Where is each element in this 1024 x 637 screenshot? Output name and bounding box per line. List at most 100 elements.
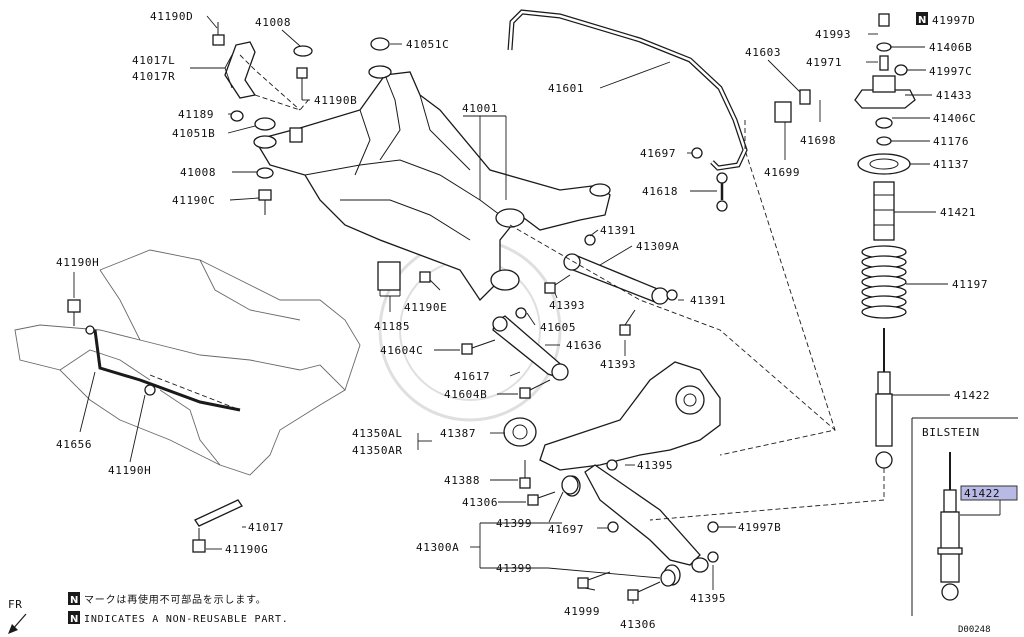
label-41387: 41387: [440, 427, 476, 440]
bilstein-option-box: BILSTEIN: [911, 417, 1018, 616]
nut-41395-top: [606, 459, 618, 471]
label-41190B: 41190B: [314, 94, 357, 107]
bilstein-part-highlight: [960, 485, 1018, 501]
label-41008-mid: 41008: [180, 166, 216, 179]
label-41190H-top: 41190H: [56, 256, 99, 269]
label-41698: 41698: [800, 134, 836, 147]
label-41306-bot: 41306: [620, 618, 656, 631]
label-41017-bot: 41017: [248, 521, 284, 534]
label-41008-top: 41008: [255, 16, 291, 29]
bracket-41017LR: [224, 41, 257, 99]
label-41190G: 41190G: [225, 543, 268, 556]
label-41309A: 41309A: [636, 240, 679, 253]
label-41997C: 41997C: [929, 65, 972, 78]
label-41399-top: 41399: [496, 517, 532, 530]
label-41395-top: 41395: [637, 459, 673, 472]
label-41300A: 41300A: [416, 541, 459, 554]
label-41190C: 41190C: [172, 194, 215, 207]
label-41993: 41993: [815, 28, 851, 41]
bolt-41306-mid: [527, 491, 556, 506]
label-41185: 41185: [374, 320, 410, 333]
knuckle-41350: [539, 361, 721, 471]
label-41391-top: 41391: [600, 224, 636, 237]
label-41393-top: 41393: [549, 299, 585, 312]
stabilizer-link-41656: [93, 329, 241, 412]
nut-41189: [230, 110, 244, 122]
non-reusable-legend: N マークは再使用不可部品を示します。 N INDICATES A NON-RE…: [68, 592, 288, 625]
bushing-41387: [503, 417, 537, 447]
label-41997D: 41997D: [932, 14, 975, 27]
stabilizer-link-41618: [716, 172, 728, 212]
label-41617: 41617: [454, 370, 490, 383]
label-41017L: 41017L: [132, 54, 175, 67]
label-41636: 41636: [566, 339, 602, 352]
nut-41395-bot: [707, 551, 719, 563]
label-41422: 41422: [954, 389, 990, 402]
bolt-41190C: [258, 189, 272, 215]
bolt-41393-mid: [619, 309, 636, 336]
label-41618: 41618: [642, 185, 678, 198]
label-41197: 41197: [952, 278, 988, 291]
cushion-41051C: [370, 37, 390, 51]
bushing-41603: [774, 101, 792, 123]
label-41001: 41001: [462, 102, 498, 115]
label-41051C: 41051C: [406, 38, 449, 51]
bolt-41190B: [296, 67, 308, 100]
bolt-41190H-top: [67, 299, 81, 326]
label-41190H-bot: 41190H: [108, 464, 151, 477]
bilstein-title: BILSTEIN: [922, 426, 980, 439]
bolt-41306-bot: [627, 581, 661, 601]
label-41421: 41421: [940, 206, 976, 219]
part-labels: 41190D 41008 41051C 41017L 41017R 41190B…: [56, 10, 1000, 631]
label-41388: 41388: [444, 474, 480, 487]
label-41601: 41601: [548, 82, 584, 95]
label-41393-mid: 41393: [600, 358, 636, 371]
lower-arm-41300A: [584, 464, 701, 566]
label-41017R: 41017R: [132, 70, 175, 83]
label-41391-mid: 41391: [690, 294, 726, 307]
label-41350AL: 41350AL: [352, 427, 403, 440]
bolt-41999: [577, 571, 611, 589]
label-41190D: 41190D: [150, 10, 193, 23]
label-41699: 41699: [764, 166, 800, 179]
label-41176: 41176: [933, 135, 969, 148]
bolt-41190D: [212, 22, 225, 46]
bolt-41388: [519, 460, 531, 489]
label-41656: 41656: [56, 438, 92, 451]
label-41406B: 41406B: [929, 41, 972, 54]
orientation-indicator: FR: [8, 598, 27, 634]
document-code: D00248: [958, 625, 991, 635]
n-symbol-japanese: N: [70, 595, 78, 606]
label-41190E: 41190E: [404, 301, 447, 314]
bolt-41190E: [419, 271, 431, 283]
label-41137: 41137: [933, 158, 969, 171]
cushion-41051B: [254, 117, 276, 131]
rear-crossmember: [253, 65, 611, 302]
label-41189: 41189: [178, 108, 214, 121]
label-41433: 41433: [936, 89, 972, 102]
label-41997B: 41997B: [738, 521, 781, 534]
label-41395-bot: 41395: [690, 592, 726, 605]
leader-lines: [73, 15, 1001, 604]
label-41306-mid: 41306: [462, 496, 498, 509]
bolt-41604B: [519, 379, 551, 399]
fr-label: FR: [8, 598, 22, 611]
bolt-41190G: [192, 528, 206, 553]
label-41999: 41999: [564, 605, 600, 618]
washer-41008-top: [293, 45, 313, 57]
nut-41391-mid: [666, 289, 678, 301]
bolt-41604C: [461, 339, 496, 355]
nut-41605: [515, 307, 527, 319]
label-41399-bot: 41399: [496, 562, 532, 575]
bushing-41399-bot: [660, 569, 676, 587]
strut-assembly: [854, 13, 916, 469]
bolt-41393-top: [544, 274, 571, 294]
label-41051B: 41051B: [172, 127, 215, 140]
n-symbol-english: N: [70, 614, 78, 625]
label-41350AR: 41350AR: [352, 444, 403, 457]
upper-arm-41309A: [567, 254, 666, 303]
body-frame-outline: [14, 249, 361, 476]
label-41604B: 41604B: [444, 388, 487, 401]
label-41697-top: 41697: [640, 147, 676, 160]
